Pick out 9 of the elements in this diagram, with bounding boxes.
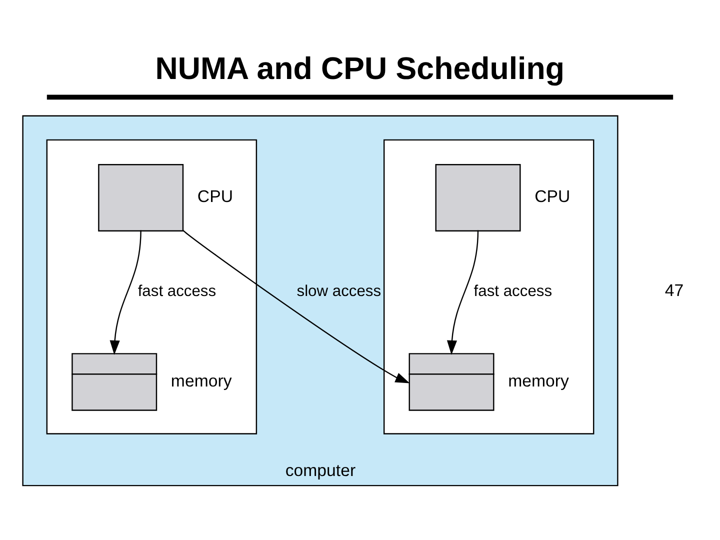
diagram-title: NUMA and CPU Scheduling xyxy=(155,50,564,86)
node-label: CPU xyxy=(197,187,234,206)
node-label: memory xyxy=(508,371,569,390)
label: 47 xyxy=(664,281,684,300)
edge-label: slow access xyxy=(296,282,382,300)
node-label: CPU xyxy=(534,187,570,206)
edge-label: fast access xyxy=(138,282,216,300)
node-label: memory xyxy=(170,371,232,390)
edge-label: fast access xyxy=(474,282,552,300)
